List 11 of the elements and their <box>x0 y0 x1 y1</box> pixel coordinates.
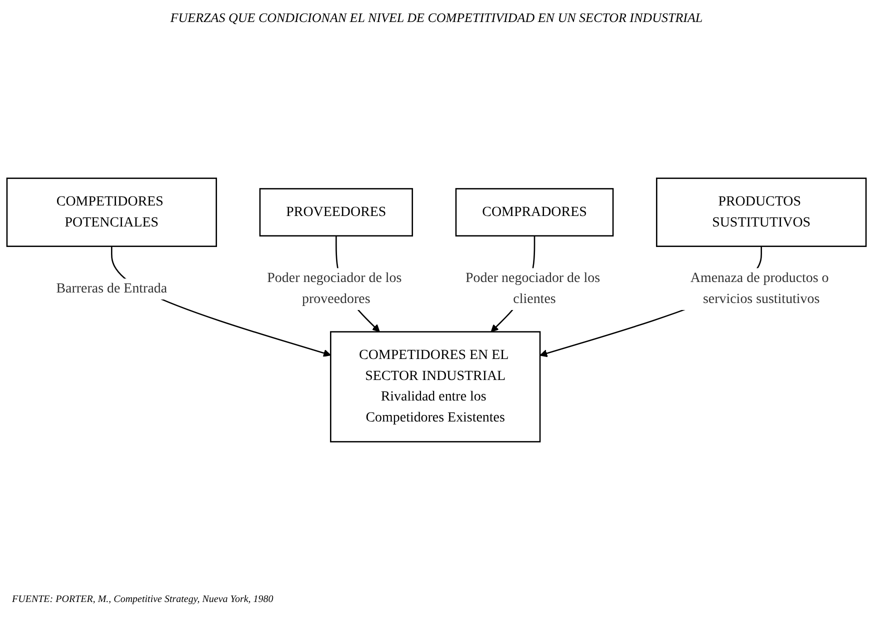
edge-label: Amenaza de productos o servicios sustitutivos <box>690 270 829 307</box>
node-box: PRODUCTOS SUSTITUTIVOS <box>656 178 867 247</box>
edge-label: Poder negociador de los proveedores <box>267 270 402 307</box>
source-caption: FUENTE: PORTER, M., Competitive Strategy, Nueva York, 1980 <box>12 594 274 605</box>
diagram-title: FUERZAS QUE CONDICIONAN EL NIVEL DE COMPETITIVIDAD EN UN SECTOR INDUSTRIAL <box>169 10 704 26</box>
edge-label: Poder negociador de los clientes <box>466 270 600 307</box>
node-box: COMPETIDORES POTENCIALES <box>6 178 217 247</box>
node-box: PROVEEDORES <box>259 188 414 236</box>
node-box: COMPETIDORES EN EL SECTOR INDUSTRIAL Rivalidad entre los Competidores Existentes <box>330 331 541 442</box>
node-box: COMPRADORES <box>455 188 614 236</box>
edge-label: Barreras de Entrada <box>56 281 168 296</box>
